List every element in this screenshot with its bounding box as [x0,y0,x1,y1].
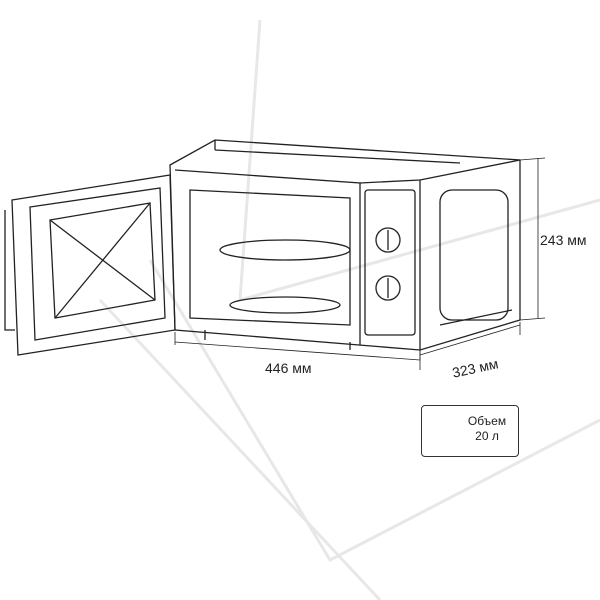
side-vent [439,189,509,321]
height-dimension: 243 мм [540,232,587,248]
power-knob [375,227,401,253]
door [4,174,176,356]
cavity [189,189,351,326]
width-dimension: 446 мм [265,360,312,376]
control-panel [364,189,416,336]
turntable [219,239,351,261]
volume-value: 20 л [475,429,499,443]
timer-knob [375,275,401,301]
dimension-lines [174,157,546,370]
volume-label: Объем [467,414,507,428]
microwave-body [169,139,521,351]
